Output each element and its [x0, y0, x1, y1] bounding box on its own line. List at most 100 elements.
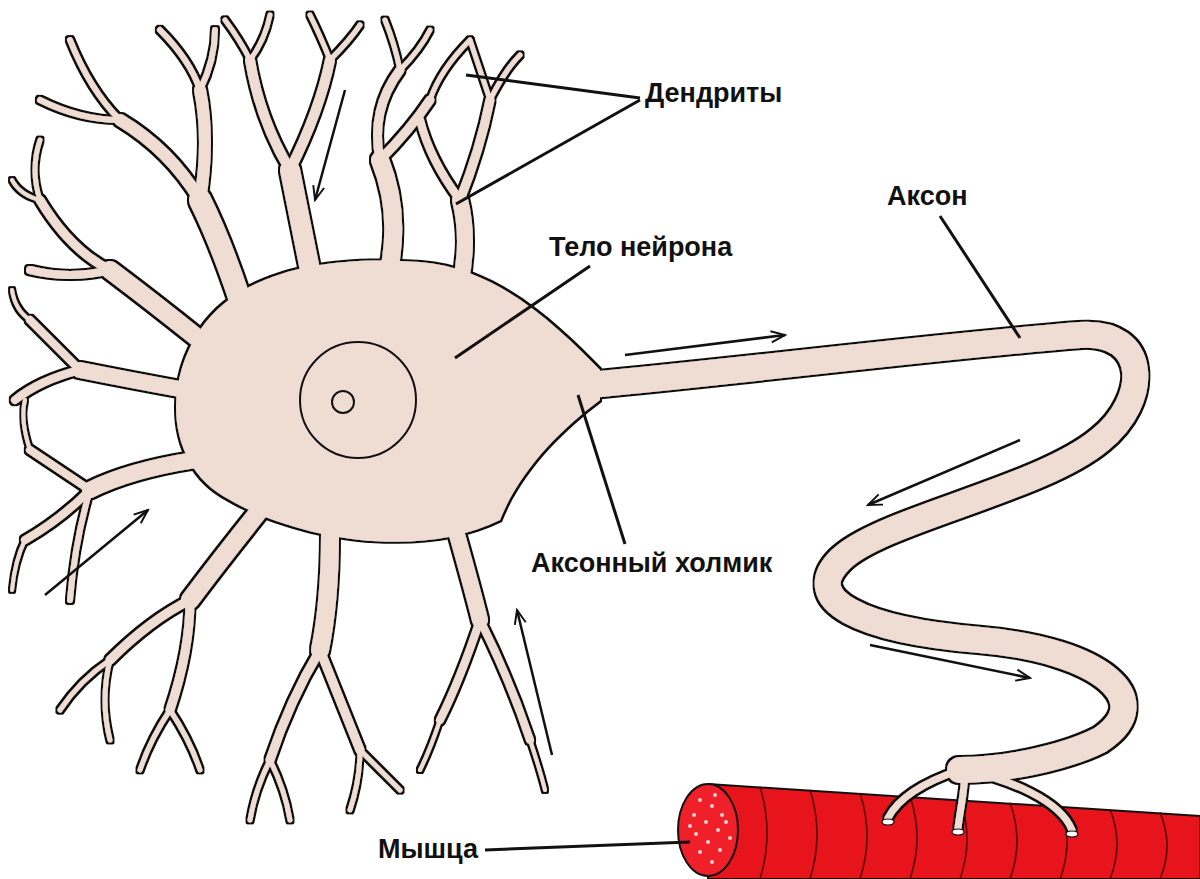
- muscle-fiber-dot: [692, 813, 696, 817]
- nucleus: [332, 391, 354, 413]
- dendrite: [200, 200, 240, 300]
- muscle-fiber-dot: [688, 824, 692, 828]
- dendrite: [110, 600, 190, 660]
- dendrite: [420, 120, 460, 200]
- dendrite: [12, 540, 25, 590]
- muscle-stripe: [1110, 809, 1117, 879]
- muscle-fiber-dot: [724, 820, 728, 824]
- muscle-stripe: [810, 790, 817, 879]
- signal-arrow: [517, 610, 552, 755]
- dendrite: [470, 40, 490, 100]
- signal-arrow: [315, 90, 345, 200]
- dendrite: [250, 60, 290, 170]
- dendrite: [440, 620, 480, 720]
- dendrite: [12, 180, 40, 200]
- muscle: [678, 784, 738, 876]
- dendrite: [250, 760, 270, 820]
- dendrite: [420, 720, 440, 770]
- dendrite: [40, 200, 110, 270]
- dendrite: [270, 650, 320, 760]
- dendrite: [105, 660, 110, 740]
- dendrite: [12, 290, 30, 320]
- dendrite: [170, 710, 200, 770]
- dendrite: [320, 535, 330, 650]
- muscle-fiber-dot: [688, 793, 732, 864]
- muscle-fiber-dot: [698, 850, 702, 854]
- dendrite: [290, 170, 310, 270]
- nucleus: [300, 342, 416, 458]
- muscle-fiber-dot: [718, 848, 722, 852]
- muscle-fiber-dot: [698, 798, 702, 802]
- muscle-fiber-dot: [710, 860, 714, 864]
- synaptic-ending: [1066, 831, 1078, 837]
- dendrite: [225, 20, 250, 60]
- dendrite: [190, 510, 260, 600]
- axon: [965, 770, 1072, 830]
- muscle-fiber-dot: [720, 813, 724, 817]
- dendrite: [160, 30, 200, 90]
- dendrite: [360, 750, 400, 790]
- part-label: Тело нейрона: [546, 232, 735, 262]
- leader-line: [466, 75, 640, 98]
- dendrite: [290, 60, 330, 170]
- leader-line: [455, 75, 1020, 850]
- dendrite: [460, 100, 490, 200]
- dendrite: [15, 370, 80, 400]
- dendrite: [200, 30, 215, 90]
- leader-line: [578, 395, 625, 544]
- leader-line: [455, 266, 590, 358]
- muscle-fiber-dot: [694, 832, 698, 836]
- dendrite: [30, 450, 90, 490]
- muscle: [678, 784, 1200, 879]
- muscle-fiber-dot: [728, 836, 732, 840]
- signal-arrow: [625, 335, 785, 355]
- signal-arrow: [45, 90, 1030, 755]
- dendrite: [270, 760, 290, 820]
- muscle-fiber-dot: [704, 820, 708, 824]
- leader-line: [456, 100, 640, 204]
- dendrite: [170, 600, 190, 710]
- dendrite: [30, 270, 110, 275]
- dendrite: [310, 15, 330, 60]
- muscle-stripe: [1160, 812, 1167, 879]
- leader-line: [940, 216, 1020, 338]
- dendrite: [400, 30, 430, 70]
- dendrite: [40, 100, 120, 120]
- muscle-stripe: [860, 793, 867, 879]
- dendrite: [530, 740, 545, 790]
- muscle-stripe: [1010, 803, 1017, 879]
- dendrite: [35, 140, 40, 200]
- nucleus: [300, 342, 416, 458]
- signal-arrow: [45, 510, 148, 595]
- synaptic-ending: [952, 829, 964, 835]
- dendrite: [385, 20, 400, 70]
- dendrite: [30, 320, 80, 370]
- cell-body: [176, 260, 600, 541]
- dendrite: [430, 40, 470, 100]
- dendrite: [90, 460, 195, 490]
- part-label: Мышца: [375, 834, 481, 864]
- dendrite: [120, 120, 200, 200]
- dendrite: [200, 90, 205, 200]
- muscle-stripe: [910, 796, 917, 879]
- muscle-fiber-dot: [713, 793, 717, 797]
- dendrite: [70, 40, 120, 120]
- dendrite: [70, 490, 90, 600]
- dendrite: [80, 370, 185, 390]
- muscle-fiber-dot: [706, 840, 710, 844]
- dendrite: [60, 660, 110, 710]
- axon: [590, 335, 1135, 830]
- part-label: Дендриты: [642, 78, 785, 108]
- signal-arrow: [870, 645, 1030, 678]
- dendrite: [23, 400, 30, 450]
- dendrite: [320, 650, 360, 750]
- axon: [888, 770, 960, 818]
- dendrite: [380, 160, 393, 265]
- dendrite: [110, 270, 200, 340]
- part-label: Аксонный холмик: [528, 548, 775, 578]
- muscle-fiber-dot: [716, 828, 720, 832]
- dendrite: [330, 25, 360, 60]
- part-label: Аксон: [884, 181, 970, 211]
